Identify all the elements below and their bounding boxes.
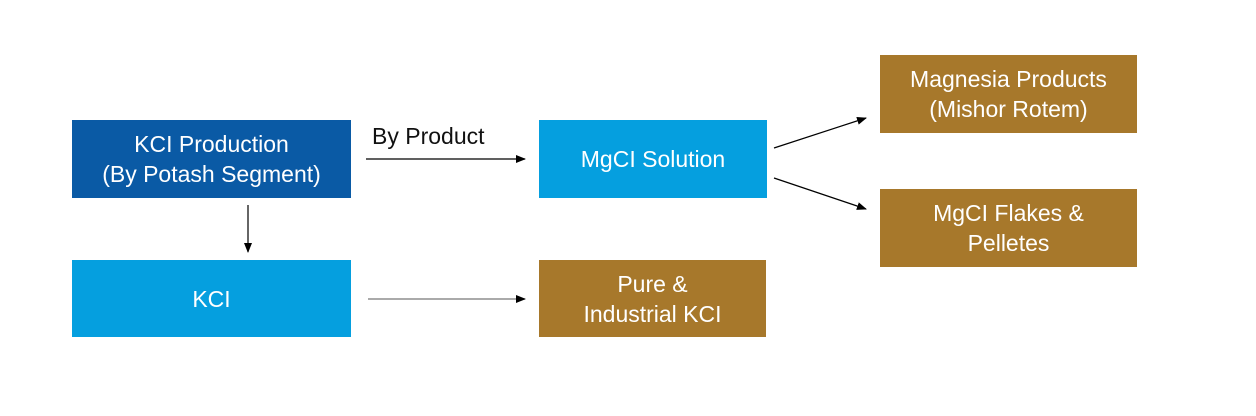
edge-label-by-product: By Product xyxy=(372,123,485,149)
edge-mgcl-solution-to-magnesia xyxy=(773,116,867,149)
node-mgcl-solution: MgCI Solution xyxy=(539,120,767,198)
node-label: Magnesia Products (Mishor Rotem) xyxy=(910,66,1107,122)
node-kcl: KCI xyxy=(72,260,351,337)
edge-mgcl-solution-to-flakes xyxy=(773,177,867,210)
node-magnesia-products: Magnesia Products (Mishor Rotem) xyxy=(880,55,1137,133)
node-label: MgCI Solution xyxy=(580,146,726,172)
node-label: KCI Production (By Potash Segment) xyxy=(102,131,321,187)
node-label: KCI xyxy=(192,285,231,312)
node-kcl-production: KCI Production (By Potash Segment) xyxy=(72,120,351,198)
node-pure-industrial-kcl: Pure & Industrial KCI xyxy=(539,260,766,337)
node-label: MgCI Flakes & Pelletes xyxy=(933,200,1084,256)
node-mgcl-flakes: MgCI Flakes & Pelletes xyxy=(880,189,1137,267)
node-label: Pure & Industrial KCI xyxy=(583,270,722,327)
